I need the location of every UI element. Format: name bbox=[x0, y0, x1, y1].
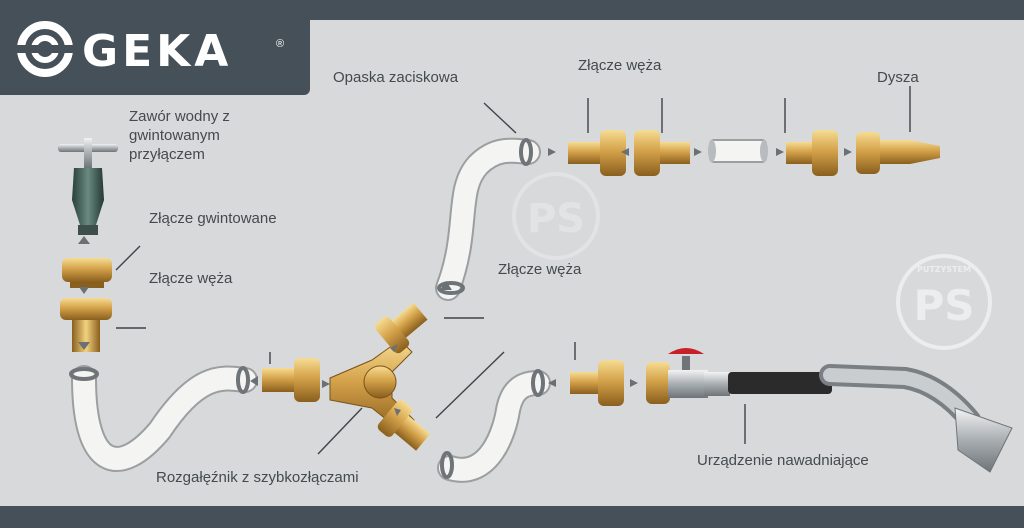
label-water-valve-line3: przyłączem bbox=[129, 146, 205, 163]
hose-upper bbox=[435, 137, 541, 301]
connector-top-1 bbox=[568, 130, 626, 176]
connector-top-2 bbox=[634, 130, 690, 176]
connector-splitter-lower bbox=[377, 400, 431, 451]
hose-left bbox=[71, 365, 258, 472]
leader-lines bbox=[115, 86, 911, 455]
label-hose-connector-top: Złącze węża bbox=[578, 57, 662, 74]
connector-top-3 bbox=[786, 130, 838, 176]
flow-arrows bbox=[78, 148, 852, 416]
watermark-ps-text-right: PS bbox=[913, 281, 974, 330]
nozzle-connector bbox=[856, 132, 940, 174]
label-water-valve-line1: Zawór wodny z bbox=[129, 108, 230, 125]
label-splitter: Rozgałęźnik z szybkozłączami bbox=[156, 469, 359, 486]
watermark-ps-center: PS bbox=[512, 172, 600, 260]
watermark-ps-right: PS PUTZYSTEM bbox=[896, 254, 992, 350]
hose-clamps bbox=[69, 138, 545, 479]
label-hose-clamp: Opaska zaciskowa bbox=[333, 69, 459, 86]
watering-device bbox=[646, 348, 1013, 473]
bottom-bar bbox=[0, 506, 1024, 528]
geka-logo-icon bbox=[17, 21, 73, 77]
threaded-connector-left bbox=[62, 258, 112, 288]
brand-name: GEKA bbox=[82, 26, 233, 77]
label-nozzle: Dysza bbox=[877, 69, 919, 86]
brand-registered-mark: ® bbox=[276, 38, 285, 50]
label-hose-connector-left: Złącze węża bbox=[149, 270, 233, 287]
connector-left-hose bbox=[262, 358, 320, 402]
watermark-ring-text: PUTZYSTEM bbox=[917, 265, 971, 274]
label-threaded-connector: Złącze gwintowane bbox=[149, 210, 277, 227]
hose-short-segment bbox=[708, 139, 768, 163]
hose-lower bbox=[437, 370, 551, 483]
label-water-valve-line2: gwintowanym bbox=[129, 127, 220, 144]
watermark-ps-text-center: PS bbox=[527, 196, 585, 242]
label-watering-device: Urządzenie nawadniające bbox=[697, 452, 869, 469]
water-tap bbox=[58, 138, 118, 235]
connector-bottom bbox=[570, 360, 624, 406]
connector-splitter-upper bbox=[375, 302, 428, 354]
label-hose-connector-mid: Złącze węża bbox=[498, 261, 582, 278]
brand-logo-box: GEKA ® bbox=[0, 0, 310, 95]
